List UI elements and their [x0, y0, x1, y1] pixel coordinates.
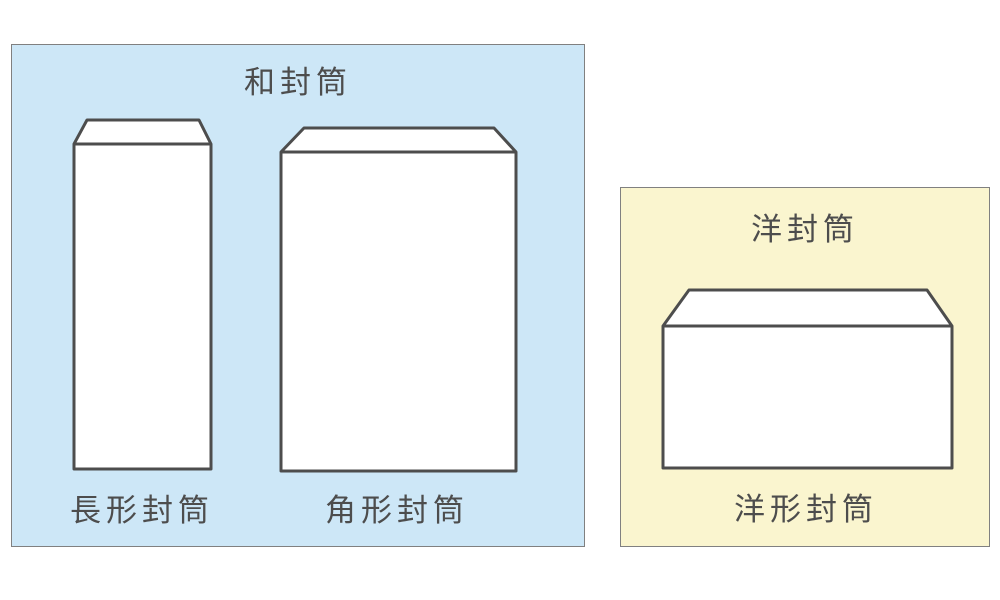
western-envelope-label: 洋形封筒	[734, 492, 878, 528]
japanese-envelope-title: 和封筒	[244, 65, 352, 101]
long-envelope-icon	[72, 118, 213, 471]
square-envelope-icon	[279, 126, 518, 473]
western-envelope-icon	[661, 288, 954, 470]
long-envelope-label: 長形封筒	[70, 493, 214, 529]
japanese-envelope-panel: 和封筒 長形封筒 角形封筒	[11, 44, 585, 547]
square-envelope-label: 角形封筒	[325, 493, 469, 529]
western-envelope-title: 洋封筒	[751, 212, 859, 248]
western-envelope-panel: 洋封筒 洋形封筒	[620, 187, 990, 547]
